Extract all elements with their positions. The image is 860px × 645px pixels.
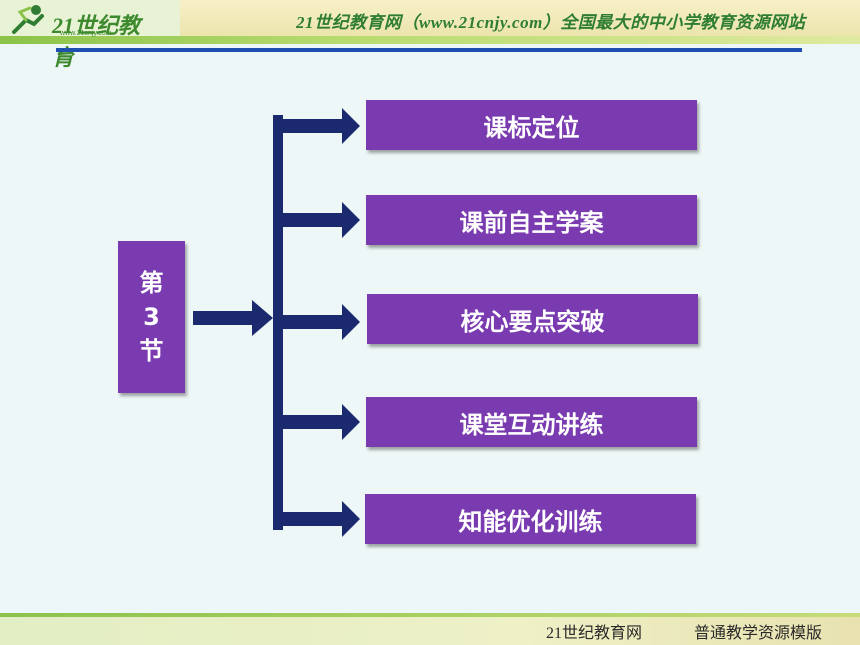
menu-item-label: 核心要点突破 <box>460 307 605 336</box>
main-arrow <box>193 300 273 336</box>
menu-item-label: 课堂互动讲练 <box>459 410 604 439</box>
menu-item-label: 课标定位 <box>483 113 580 142</box>
footer-site[interactable]: 21世纪教育网 <box>546 625 643 642</box>
footer-template: 普通教学资源模版 <box>694 625 823 642</box>
section-box[interactable]: 第 3 节 <box>118 241 185 393</box>
menu-item-3[interactable]: 核心要点突破 <box>367 294 698 344</box>
trunk-line <box>273 115 283 530</box>
branch-arrow-3 <box>283 304 360 340</box>
branch-arrow-1 <box>283 108 360 144</box>
menu-item-4[interactable]: 课堂互动讲练 <box>366 397 697 447</box>
header-bar: 21世纪教育 www.21cnjy.com 21世纪教育网（www.21cnjy… <box>0 0 860 70</box>
header-stripe <box>0 36 860 44</box>
menu-item-2[interactable]: 课前自主学案 <box>366 195 697 245</box>
logo-url: www.21cnjy.com <box>60 30 112 37</box>
menu-item-1[interactable]: 课标定位 <box>366 100 697 150</box>
menu-item-label: 课前自主学案 <box>459 208 604 237</box>
branch-arrow-2 <box>283 202 360 238</box>
top-divider <box>56 48 802 52</box>
menu-item-label: 知能优化训练 <box>458 507 603 536</box>
runner-icon <box>12 5 44 34</box>
footer-stripe <box>0 613 860 617</box>
section-line-2: 3 <box>143 303 160 331</box>
header-title[interactable]: 21世纪教育网（www.21cnjy.com）全国最大的中小学教育资源网站 <box>296 13 806 32</box>
branch-arrow-4 <box>283 404 360 440</box>
branch-arrow-5 <box>283 501 360 537</box>
footer-bar <box>0 617 860 645</box>
menu-item-5[interactable]: 知能优化训练 <box>365 494 696 544</box>
section-line-1: 第 <box>139 269 164 297</box>
section-line-3: 节 <box>139 337 164 365</box>
